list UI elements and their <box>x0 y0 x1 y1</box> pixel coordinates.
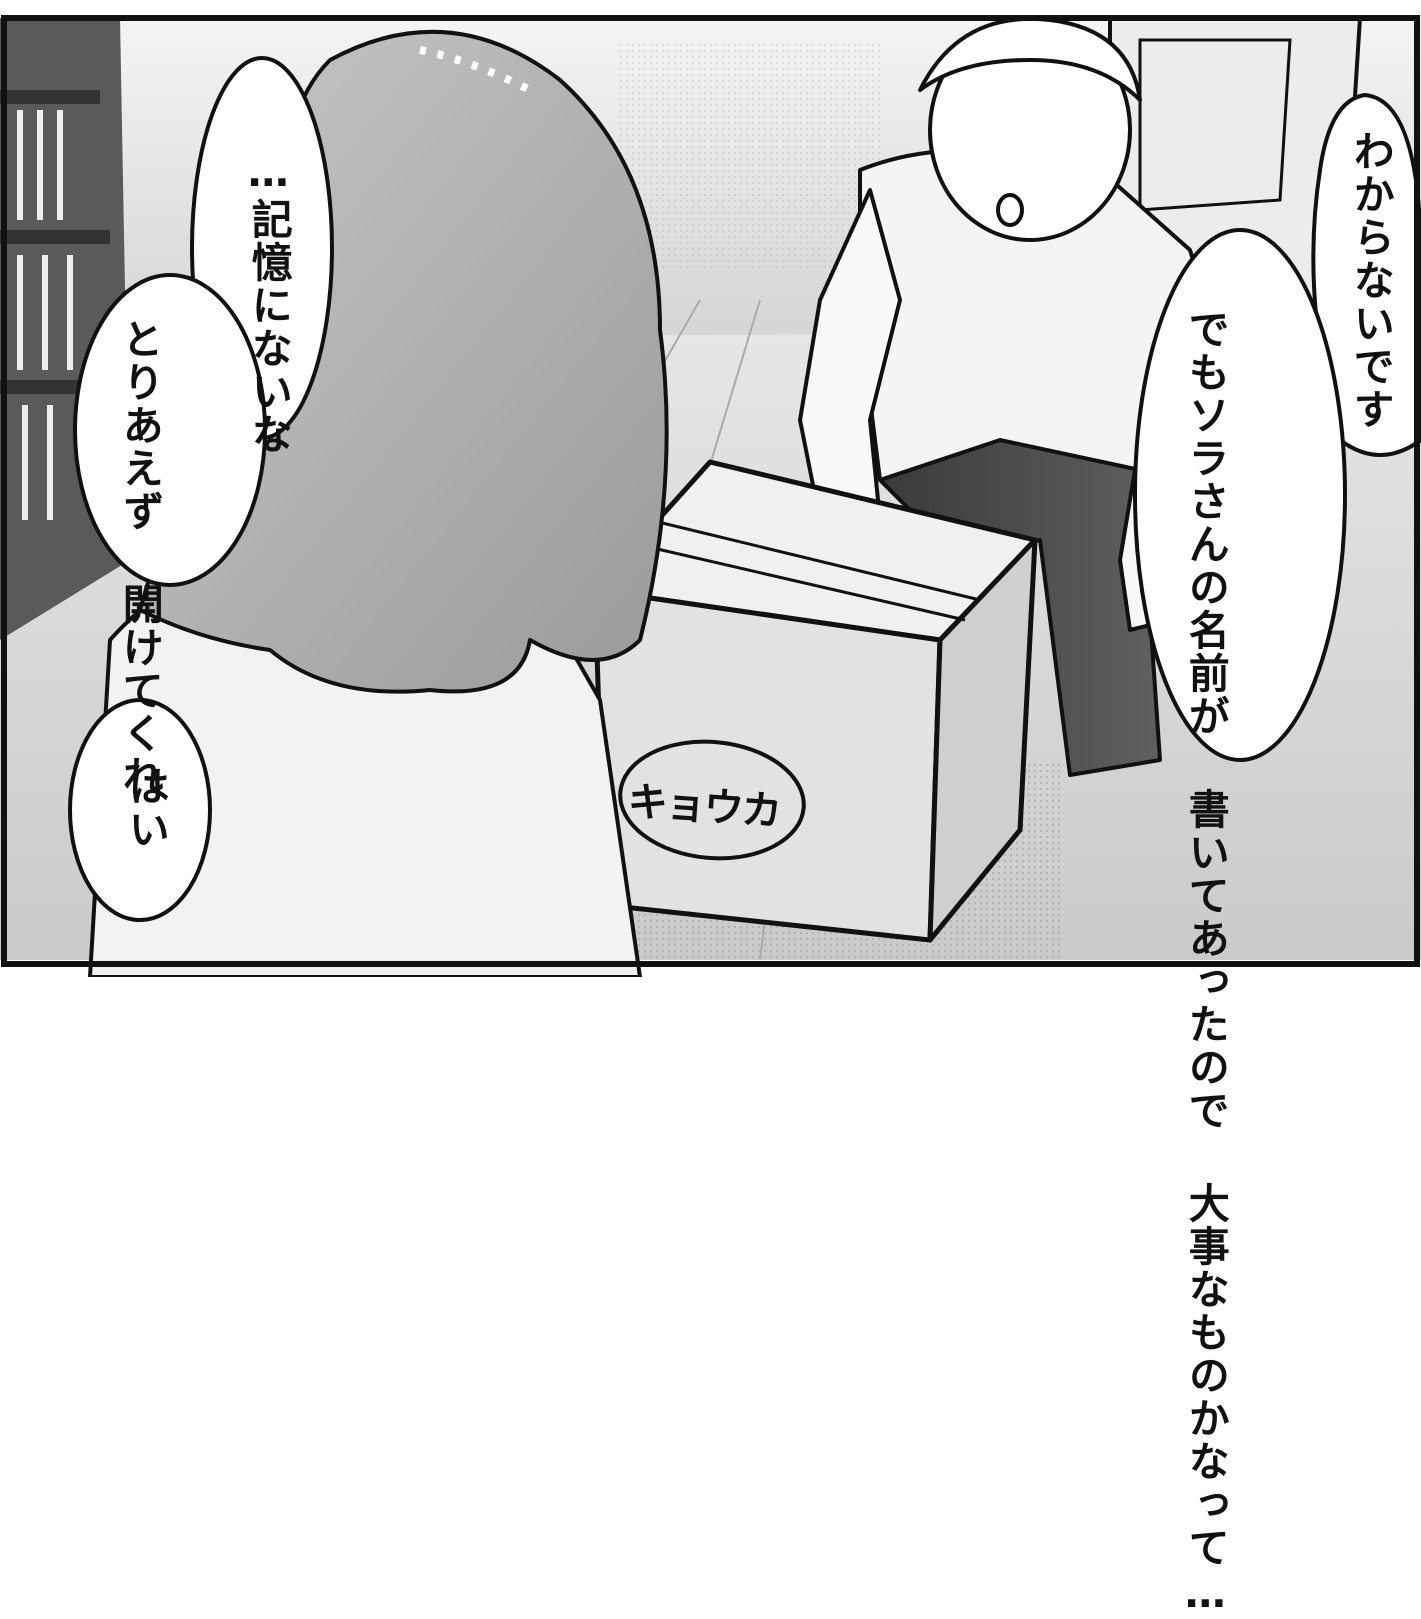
bubble-5-line-1: でもソラさんの名前が <box>1181 308 1230 738</box>
bubble-2 <box>73 273 267 587</box>
cardboard-box <box>592 459 1038 943</box>
bubble-4-text: わからないです <box>1345 130 1394 431</box>
panel-illustration <box>0 15 1421 979</box>
bubble-5-text: でもソラさんの名前が 書いてあったので 大事なものかなって… <box>1180 308 1229 1619</box>
bubble-5-line-2: 書いてあったので <box>1181 788 1230 1132</box>
bubble-4-line-1: わからないです <box>1346 130 1395 431</box>
manga-panel: …記憶にないな とりあえず 開けてくれ はい わからないです でもソラさんの名前… <box>0 15 1421 1619</box>
bubble-5-line-3: 大事なものかなって… <box>1181 1182 1230 1619</box>
bubble-1-text: …記憶にないな <box>243 148 292 456</box>
speech-bubbles <box>68 56 1421 922</box>
bubble-1-line-1: …記憶にないな <box>244 148 293 456</box>
bubble-3-text: はい <box>120 765 169 851</box>
bubble-5 <box>1133 228 1347 762</box>
panel-frame <box>1 15 1420 967</box>
bubble-3-line-1: はい <box>121 765 170 851</box>
bubble-2-text: とりあえず 開けてくれ <box>114 318 163 798</box>
bubble-2-line-2: 開けてくれ <box>115 583 164 798</box>
bubble-3 <box>68 698 212 922</box>
bubble-2-line-1: とりあえず <box>115 318 164 533</box>
box-label: キョウカ <box>626 778 782 836</box>
wall-screentone <box>620 40 880 270</box>
